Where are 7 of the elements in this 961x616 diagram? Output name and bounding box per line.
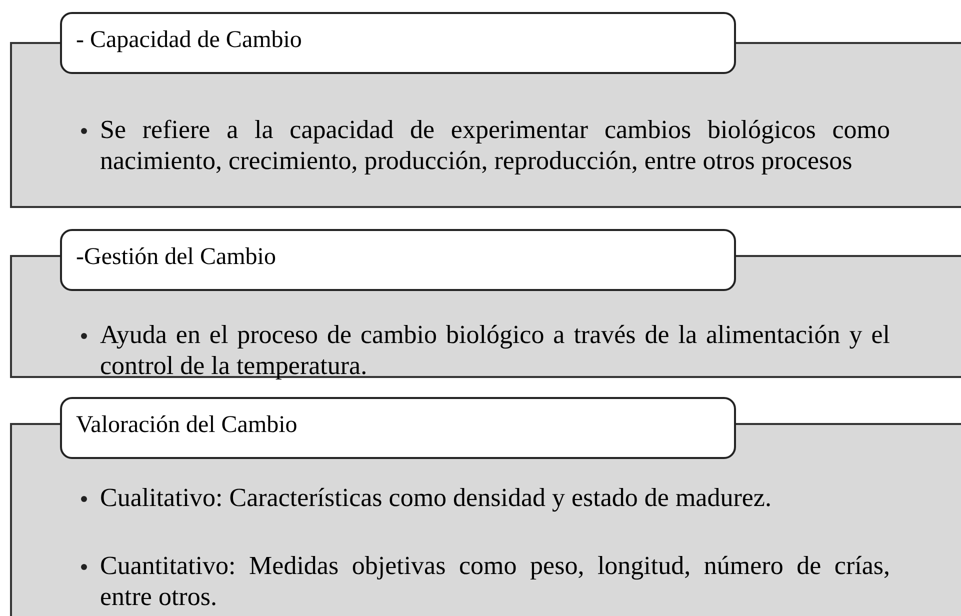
bullet-text: Se refiere a la capacidad de experimentar cambios biológicos como nacimiento, crecimiento, producción, reproducción, entre otros procesos: [100, 114, 890, 176]
bullet-text: Cualitativo: Características como densidad y estado de madurez.: [100, 482, 772, 513]
bullet-text: Cuantitativo: Medidas objetivas como peso, longitud, número de crías, entre otros.: [100, 550, 890, 612]
bullet-text: Ayuda en el proceso de cambio biológico a través de la alimentación y el control de la temperatura.: [100, 319, 890, 381]
heading-tab: Valoración del Cambio: [60, 397, 736, 459]
heading-tab: -Gestión del Cambio: [60, 229, 736, 291]
heading-tab: - Capacidad de Cambio: [60, 12, 736, 74]
